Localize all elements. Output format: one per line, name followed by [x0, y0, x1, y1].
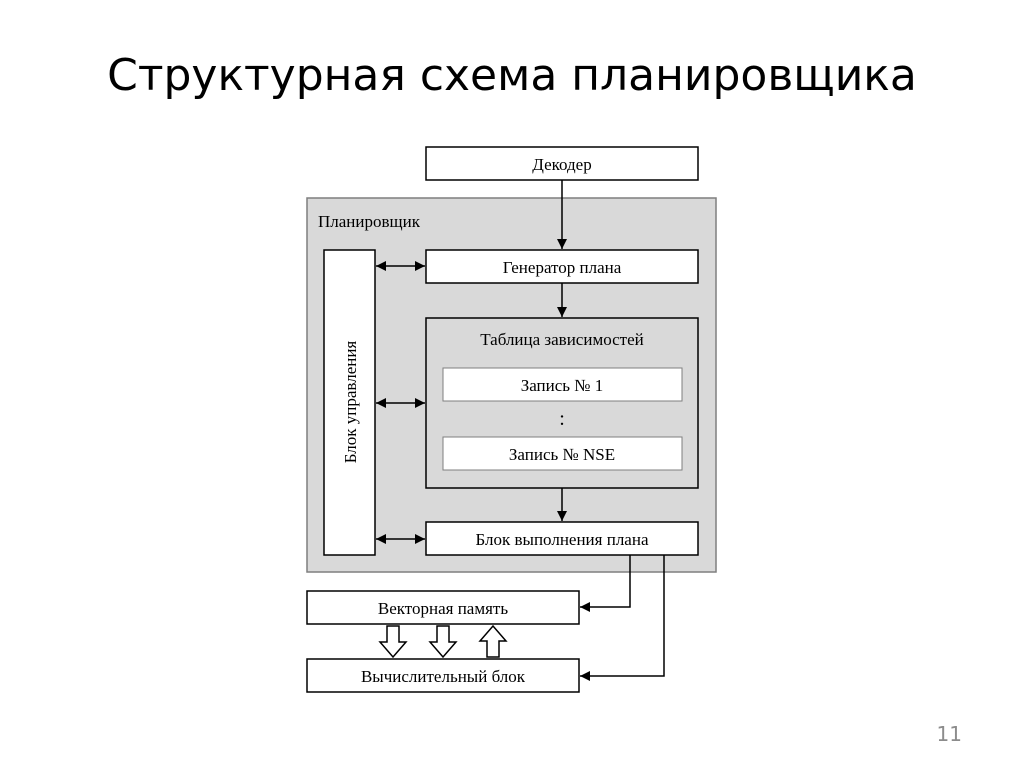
slide-title: Структурная схема планировщика [107, 50, 917, 101]
control-block-label: Блок управления [341, 341, 360, 464]
hollow-arrow-up [478, 624, 508, 658]
record-last-label: Запись № NSE [509, 445, 615, 464]
arrow-execution-to-memory [580, 555, 631, 612]
plan-generator-label: Генератор плана [503, 258, 622, 277]
hollow-arrow-down-2 [428, 625, 458, 659]
record-last-box [442, 436, 683, 471]
decoder-label: Декодер [532, 155, 591, 174]
dependency-table-title: Таблица зависимостей [480, 330, 644, 349]
plan-execution-label: Блок выполнения плана [475, 530, 648, 549]
decoder-box [425, 146, 699, 181]
vector-memory-label: Векторная память [378, 599, 508, 618]
control-block-box [323, 249, 376, 556]
compute-block-label: Вычислительный блок [361, 667, 526, 686]
scheduler-label: Планировщик [318, 212, 421, 231]
record-first-label: Запись № 1 [521, 376, 604, 395]
plan-execution-box [425, 521, 699, 556]
record-first-box [442, 367, 683, 402]
compute-block-box [306, 658, 580, 693]
record-ellipsis: : [559, 408, 565, 430]
hollow-arrow-down-1 [378, 625, 408, 659]
page-number: 11 [936, 722, 962, 746]
vector-memory-box [306, 590, 580, 625]
arrow-execution-to-compute [580, 555, 665, 681]
